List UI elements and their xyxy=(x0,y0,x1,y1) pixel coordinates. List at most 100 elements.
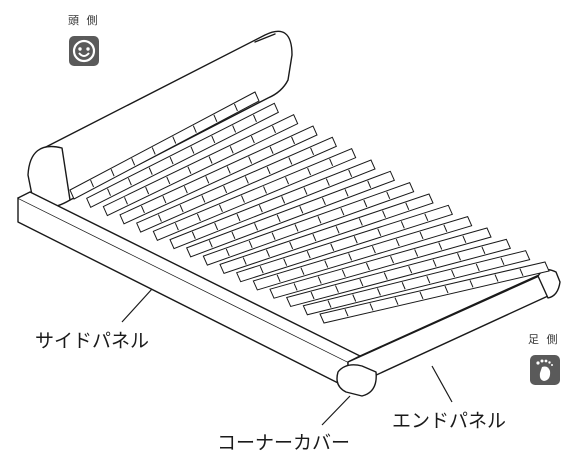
slat-segment xyxy=(383,272,388,280)
slat-segment xyxy=(281,196,286,204)
slat-segment xyxy=(174,222,179,231)
slat-segment xyxy=(317,216,322,224)
slat-segment xyxy=(359,278,364,287)
slat-segment xyxy=(166,176,171,185)
slat xyxy=(169,159,376,250)
slat-segment xyxy=(377,228,382,236)
slat xyxy=(152,148,357,241)
slat-segment xyxy=(348,169,353,178)
slat-segment xyxy=(335,226,340,234)
slat-segment xyxy=(438,242,443,250)
slat xyxy=(285,238,512,308)
slat-segment xyxy=(140,205,145,214)
slat-segment xyxy=(244,176,249,184)
slat-segment xyxy=(196,213,201,222)
slat-segment xyxy=(321,197,326,206)
slat-segment xyxy=(340,207,345,216)
slat-segment xyxy=(229,146,234,154)
slat-segment xyxy=(494,274,499,282)
slat-segment xyxy=(172,136,177,144)
slat-segment xyxy=(457,253,461,261)
slat-segment xyxy=(400,221,405,229)
slat-segment xyxy=(307,167,312,176)
slat-segment xyxy=(451,269,456,278)
slat-segment xyxy=(519,268,524,276)
slat-segment xyxy=(107,188,111,196)
slat xyxy=(136,136,337,233)
smiley-face-icon xyxy=(69,36,99,66)
slat-segment xyxy=(288,157,293,165)
slat-segment xyxy=(335,285,339,293)
slat-segment xyxy=(325,178,330,186)
slat-segment xyxy=(462,235,467,243)
slat xyxy=(69,91,260,200)
slat-segment xyxy=(242,257,247,265)
slat xyxy=(319,261,550,324)
slat-segment xyxy=(266,166,271,175)
slat-segment xyxy=(293,283,298,291)
slat-segment xyxy=(213,114,218,122)
slat xyxy=(185,170,396,258)
slat-segment xyxy=(258,205,263,213)
slat-segment xyxy=(214,222,219,231)
slat-segment xyxy=(151,147,156,155)
slat-segment xyxy=(259,265,264,274)
slat-segment xyxy=(272,125,276,134)
slat-segment xyxy=(148,167,153,175)
slat-segment xyxy=(369,303,374,311)
slat-segment xyxy=(276,214,281,223)
slat-segment xyxy=(232,125,237,133)
slat-segment xyxy=(124,197,128,205)
slat-segment xyxy=(424,213,429,222)
slat-segment xyxy=(371,246,376,254)
slat-segment xyxy=(205,176,210,184)
slat-segment xyxy=(352,294,357,302)
leader-side-panel xyxy=(121,288,153,323)
slat-segment xyxy=(310,147,315,156)
slat-segment xyxy=(110,169,115,177)
slat-segment xyxy=(192,125,197,133)
slat-segment xyxy=(183,186,188,194)
slat-segment xyxy=(310,291,315,300)
slat-segment xyxy=(348,253,353,261)
slat-segment xyxy=(179,204,184,213)
slat-segment xyxy=(157,214,162,222)
slat-segment xyxy=(162,195,167,204)
slat-segment xyxy=(191,231,196,239)
slat-segment xyxy=(300,267,305,275)
slat-segment xyxy=(285,177,290,185)
slat-segment xyxy=(231,231,236,240)
slat-segment xyxy=(443,224,448,233)
side-panel-callout: サイドパネル xyxy=(35,330,150,352)
slat-segment xyxy=(283,258,288,266)
slat-segment xyxy=(475,263,480,272)
slat xyxy=(235,204,454,283)
slat-segment xyxy=(303,187,308,195)
slat-segment xyxy=(248,156,253,164)
slat-segment xyxy=(254,223,259,231)
slat-segment xyxy=(405,202,410,211)
slat xyxy=(302,250,531,316)
slat-segment xyxy=(299,206,304,214)
slat-segment xyxy=(414,249,419,257)
slat-segment xyxy=(201,195,206,203)
slat-segment xyxy=(426,275,431,284)
slat-segment xyxy=(324,260,329,268)
slat-segment xyxy=(263,186,267,194)
slat-segment xyxy=(432,259,437,267)
slat-segment xyxy=(208,156,213,164)
slat-segment xyxy=(236,213,241,222)
corner-cover xyxy=(336,364,377,397)
slat xyxy=(202,182,415,266)
slat-segment xyxy=(265,249,270,257)
slat-segment xyxy=(294,224,299,232)
slat-segment xyxy=(390,256,395,264)
slat-segment xyxy=(344,309,349,317)
foot-side-label: 足 側 xyxy=(528,333,560,346)
slat-segment xyxy=(211,135,216,144)
slat-segment xyxy=(291,136,296,145)
slat-segment xyxy=(276,274,281,282)
slat-segment xyxy=(365,262,370,271)
